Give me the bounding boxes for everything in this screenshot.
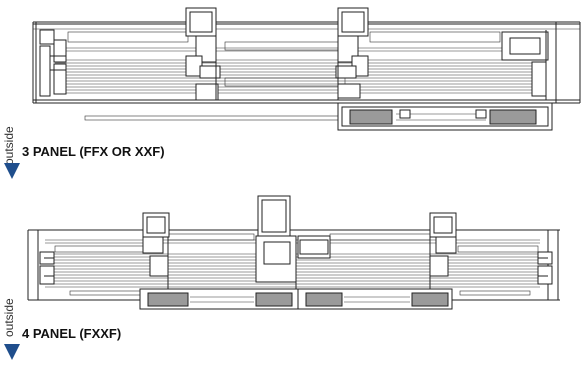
arrow-down-icon: [4, 344, 20, 360]
interlock-left-4-panel: [142, 212, 170, 290]
right-jamb-3-panel: [501, 30, 549, 100]
roller-block: [411, 292, 449, 307]
roller-block: [489, 109, 537, 125]
interlock-right-4-panel: [429, 212, 457, 290]
orientation-indicator-3-panel: outside: [2, 126, 20, 179]
right-jamb-4-panel: [537, 251, 553, 285]
outside-label: outside: [2, 298, 16, 337]
diagram-title-3-panel: 3 PANEL (FFX OR XXF): [22, 144, 165, 159]
four-panel-section: [27, 195, 560, 310]
interlock-left-3-panel: [185, 7, 221, 101]
left-jamb-3-panel: [39, 29, 67, 97]
sill-4-panel: [139, 288, 453, 310]
left-jamb-4-panel: [39, 251, 55, 285]
roller-block: [349, 109, 393, 125]
roller-block: [255, 292, 293, 307]
center-stile-4-panel: [255, 195, 331, 290]
frame-3-panel: [32, 21, 581, 104]
sill-3-panel: [337, 102, 553, 131]
diagram-title-4-panel: 4 PANEL (FXXF): [22, 326, 121, 341]
three-panel-section: [32, 7, 581, 131]
roller-block: [305, 292, 343, 307]
roller-block: [147, 292, 189, 307]
outside-label: outside: [2, 126, 16, 165]
arrow-down-icon: [4, 163, 20, 179]
interlock-right-3-panel: [335, 7, 369, 100]
orientation-indicator-4-panel: outside: [2, 298, 20, 360]
